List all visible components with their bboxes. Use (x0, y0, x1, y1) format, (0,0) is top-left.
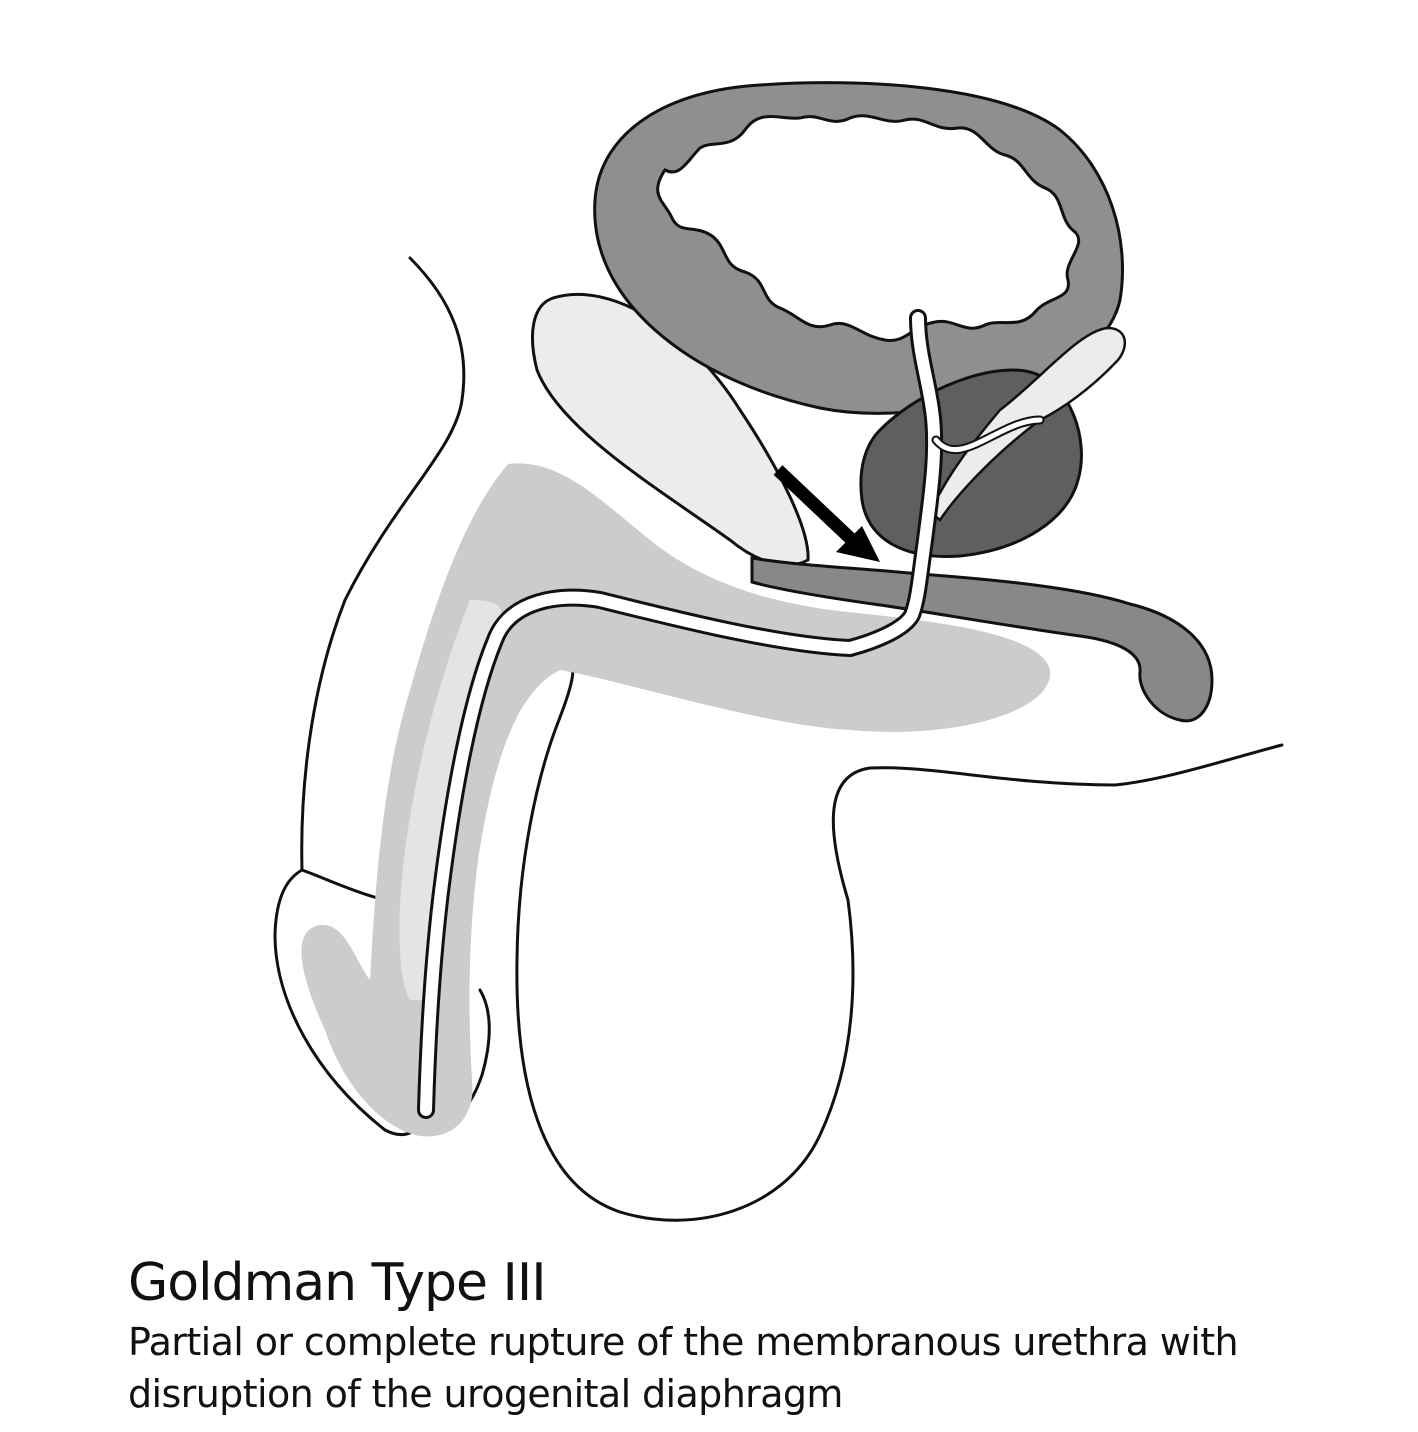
rupture-arrow-shaft (773, 465, 857, 545)
figure-title: Goldman Type III (128, 1253, 547, 1313)
urethra-lumen (420, 312, 941, 1116)
figure-description: Partial or complete rupture of the membr… (128, 1320, 1239, 1416)
ejaculatory-duct-lumen (933, 417, 1043, 453)
rupture-arrow-head (836, 526, 880, 562)
body-outline (273, 256, 1284, 1222)
figure-caption: Goldman Type III Partial or complete rup… (128, 1250, 1398, 1420)
bladder-lumen (656, 114, 1081, 343)
